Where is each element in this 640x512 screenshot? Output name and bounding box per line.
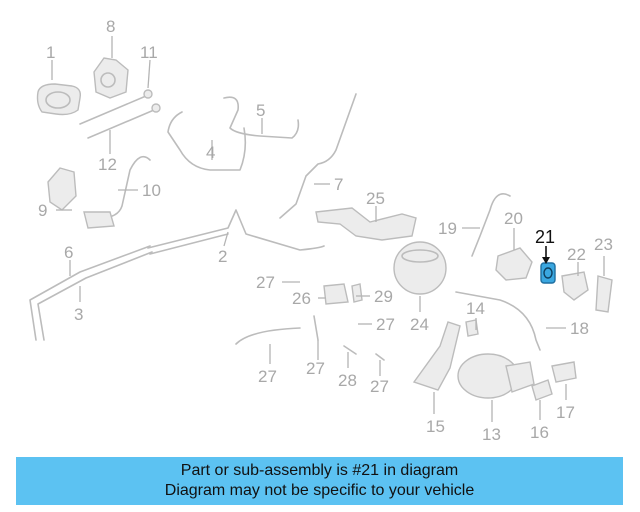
label-16: 16: [530, 423, 549, 442]
label-6: 6: [64, 243, 73, 262]
part-25-drawing: [315, 207, 417, 241]
label-22: 22: [567, 245, 586, 264]
part-27-28-drawing: [235, 315, 385, 361]
part-3-6-drawing: [29, 245, 153, 341]
banner-line-1: Part or sub-assembly is #21 in diagram: [180, 462, 459, 479]
label-23: 23: [594, 235, 613, 254]
part-7-drawing: [279, 93, 357, 219]
label-14: 14: [466, 299, 485, 318]
label-12: 12: [98, 155, 117, 174]
part-4-5-drawing: [167, 96, 300, 171]
label-20: 20: [504, 209, 523, 228]
part-labels: 1 8 11 12 5 4 7 10 9 2 6 3 25 19 20 21 2…: [38, 17, 613, 444]
part-18-drawing: [455, 291, 541, 351]
label-1: 1: [46, 43, 55, 62]
label-27-a: 27: [256, 273, 275, 292]
part-1-drawing: [36, 83, 82, 116]
label-21: 21: [535, 227, 555, 247]
parts-diagram: 1 8 11 12 5 4 7 10 9 2 6 3 25 19 20 21 2…: [29, 17, 613, 444]
part-19-20-drawing: [471, 193, 533, 281]
label-19: 19: [438, 219, 457, 238]
label-10: 10: [142, 181, 161, 200]
label-3: 3: [74, 305, 83, 324]
label-7: 7: [334, 175, 343, 194]
label-5: 5: [256, 101, 265, 120]
label-8: 8: [106, 17, 115, 36]
info-banner: Part or sub-assembly is #21 in diagram D…: [16, 457, 623, 505]
label-27-b: 27: [376, 315, 395, 334]
label-27-c: 27: [258, 367, 277, 386]
label-28: 28: [338, 371, 357, 390]
label-18: 18: [570, 319, 589, 338]
banner-line-2: Diagram may not be specific to your vehi…: [164, 482, 475, 499]
label-26: 26: [292, 289, 311, 308]
leader-lines: [51, 36, 605, 422]
label-24: 24: [410, 315, 429, 334]
part-8-drawing: [93, 57, 129, 99]
part-13-14-15-drawing: [412, 319, 535, 399]
label-9: 9: [38, 201, 47, 220]
part-11-12-drawing: [79, 89, 161, 139]
label-2: 2: [218, 247, 227, 266]
part-21-drawing: [540, 262, 556, 284]
part-24-drawing: [393, 241, 447, 295]
part-22-23-drawing: [561, 271, 613, 313]
part-26-29-drawing: [323, 283, 363, 305]
label-27-d: 27: [306, 359, 325, 378]
label-29: 29: [374, 287, 393, 306]
part-16-17-drawing: [531, 361, 577, 401]
label-13: 13: [482, 425, 501, 444]
label-15: 15: [426, 417, 445, 436]
label-27-e: 27: [370, 377, 389, 396]
label-4: 4: [206, 143, 215, 162]
label-11: 11: [140, 43, 158, 62]
part-2-drawing: [147, 209, 325, 255]
part-9-10-drawing: [47, 155, 151, 229]
label-25: 25: [366, 189, 385, 208]
label-17: 17: [556, 403, 575, 422]
